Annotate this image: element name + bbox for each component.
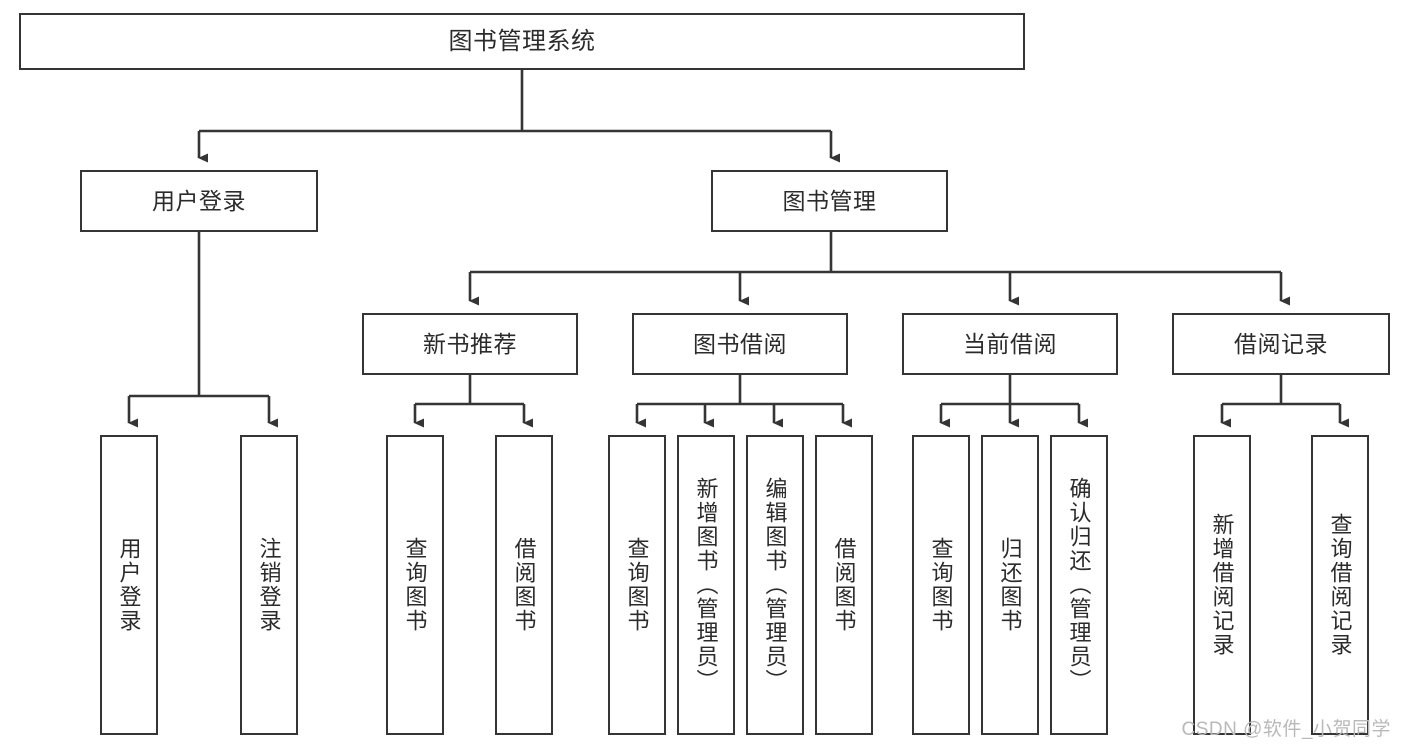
- node-label: 确认归还（管理员）: [1066, 477, 1092, 693]
- node-label: 新增图书（管理员）: [693, 477, 719, 693]
- node-label: 归还图书: [997, 537, 1023, 633]
- node-label: 用户登录: [116, 537, 142, 633]
- leaf-current-return-book[interactable]: 归还图书: [981, 435, 1039, 735]
- csdn-watermark: CSDN @软件_小贺同学: [1181, 719, 1391, 740]
- node-label: 图书管理系统: [448, 27, 596, 55]
- node-label: 查询图书: [928, 537, 954, 633]
- node-label: 新书推荐: [423, 330, 517, 357]
- node-user-login[interactable]: 用户登录: [80, 170, 318, 232]
- node-label: 借阅图书: [831, 537, 857, 633]
- node-label: 图书管理: [782, 187, 877, 214]
- leaf-user-login-logout[interactable]: 注销登录: [240, 435, 298, 735]
- node-new-book-recommend[interactable]: 新书推荐: [362, 313, 578, 375]
- leaf-current-confirm-return[interactable]: 确认归还（管理员）: [1050, 435, 1108, 735]
- node-label: 查询图书: [402, 537, 428, 633]
- node-label: 查询图书: [624, 537, 650, 633]
- node-label: 图书借阅: [693, 330, 787, 357]
- leaf-record-query[interactable]: 查询借阅记录: [1311, 435, 1369, 735]
- leaf-record-add[interactable]: 新增借阅记录: [1193, 435, 1251, 735]
- node-label: 新增借阅记录: [1209, 513, 1235, 657]
- leaf-current-query-book[interactable]: 查询图书: [912, 435, 970, 735]
- node-current-borrow[interactable]: 当前借阅: [902, 313, 1118, 375]
- leaf-borrow-edit-book[interactable]: 编辑图书（管理员）: [746, 435, 804, 735]
- node-label: 注销登录: [256, 537, 282, 633]
- leaf-borrow-borrow-book[interactable]: 借阅图书: [815, 435, 873, 735]
- node-label: 用户登录: [152, 187, 246, 214]
- node-book-borrow[interactable]: 图书借阅: [632, 313, 848, 375]
- node-label: 查询借阅记录: [1327, 513, 1353, 657]
- leaf-new-book-borrow[interactable]: 借阅图书: [495, 435, 553, 735]
- node-borrow-record[interactable]: 借阅记录: [1172, 313, 1390, 375]
- node-label: 编辑图书（管理员）: [762, 477, 788, 693]
- leaf-user-login-login[interactable]: 用户登录: [100, 435, 158, 735]
- node-label: 当前借阅: [963, 330, 1057, 357]
- leaf-borrow-query-book[interactable]: 查询图书: [608, 435, 666, 735]
- node-label: 借阅记录: [1234, 330, 1328, 357]
- node-book-management[interactable]: 图书管理: [711, 170, 948, 232]
- node-label: 借阅图书: [511, 537, 537, 633]
- leaf-new-book-query[interactable]: 查询图书: [386, 435, 444, 735]
- leaf-borrow-add-book[interactable]: 新增图书（管理员）: [677, 435, 735, 735]
- node-root-system[interactable]: 图书管理系统: [19, 13, 1025, 70]
